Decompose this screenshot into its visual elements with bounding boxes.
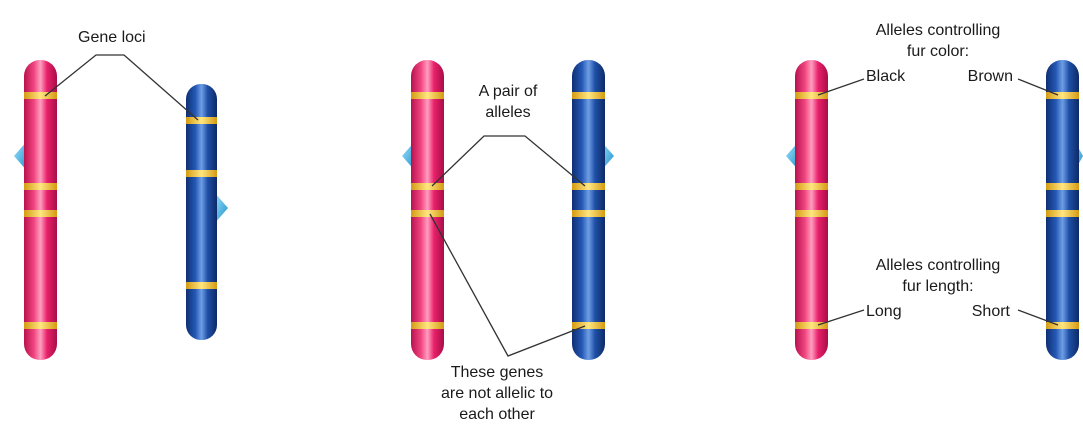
- gene-band: [572, 92, 605, 99]
- gene-band: [24, 92, 57, 99]
- fur-length-heading: Alleles controlling: [876, 257, 1001, 274]
- gene-band: [411, 92, 444, 99]
- not-allelic-label: These genes: [451, 364, 544, 381]
- gene-band: [24, 183, 57, 190]
- gene-band: [795, 210, 828, 217]
- leader-line: [45, 55, 198, 120]
- gene-band: [411, 183, 444, 190]
- fur-color-heading: Alleles controlling: [876, 22, 1001, 39]
- gene-band: [186, 282, 217, 289]
- not-allelic-label: each other: [459, 406, 535, 423]
- gene-band: [795, 183, 828, 190]
- panel-fur-alleles: Alleles controlling fur color: Black Bro…: [786, 22, 1083, 360]
- not-allelic-label: are not allelic to: [441, 385, 553, 402]
- fur-color-heading: fur color:: [907, 43, 969, 60]
- leader-line: [430, 214, 585, 356]
- black-allele-label: Black: [866, 68, 906, 85]
- gene-band: [572, 210, 605, 217]
- gene-band: [186, 170, 217, 177]
- long-allele-label: Long: [866, 303, 902, 320]
- panel-gene-loci: Gene loci: [14, 29, 228, 360]
- gene-band: [572, 322, 605, 329]
- gene-loci-label: Gene loci: [78, 29, 146, 46]
- gene-band: [411, 210, 444, 217]
- gene-band: [1046, 210, 1079, 217]
- gene-band: [24, 322, 57, 329]
- paternal-chromosome: [1046, 60, 1083, 360]
- paternal-chromosome: [572, 60, 614, 360]
- paternal-chromosome: [186, 84, 228, 340]
- maternal-chromosome: [402, 60, 444, 360]
- gene-band: [24, 210, 57, 217]
- fur-length-heading: fur length:: [902, 278, 973, 295]
- maternal-chromosome: [14, 60, 57, 360]
- short-allele-label: Short: [972, 303, 1011, 320]
- pair-of-alleles-label: A pair of: [479, 83, 538, 100]
- gene-band: [1046, 92, 1079, 99]
- gene-band: [411, 322, 444, 329]
- gene-band: [1046, 183, 1079, 190]
- leader-line: [432, 136, 585, 186]
- gene-band: [572, 183, 605, 190]
- gene-band: [186, 117, 217, 124]
- maternal-chromosome: [786, 60, 828, 360]
- pair-of-alleles-label: alleles: [485, 104, 530, 121]
- brown-allele-label: Brown: [968, 68, 1013, 85]
- panel-pair-of-alleles: A pair of alleles These genes are not al…: [402, 60, 614, 423]
